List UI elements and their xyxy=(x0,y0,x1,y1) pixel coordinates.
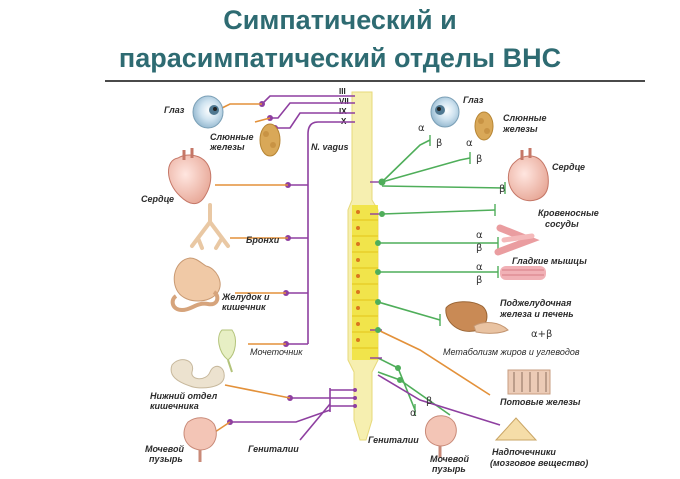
receptor-alpha-muscle: α xyxy=(476,262,483,273)
label-genitals-left: Гениталии xyxy=(248,444,299,454)
label-genitals-right: Гениталии xyxy=(368,435,419,445)
title-line-1: Симпатический и xyxy=(223,5,457,35)
receptor-beta-salivary: β xyxy=(476,154,482,165)
label-salivary-right-2: железы xyxy=(502,124,538,134)
receptor-beta-vessels: β xyxy=(476,243,482,254)
label-metabolism: Метаболизм жиров и углеводов xyxy=(443,347,580,357)
label-heart-right: Сердце xyxy=(552,162,585,172)
sympathetic-ganglia xyxy=(375,178,403,383)
smooth-muscle-illustration xyxy=(500,266,546,280)
heart-left-illustration xyxy=(168,148,212,204)
label-ureter: Мочеточник xyxy=(250,347,303,357)
cranial-nerve-labels: III VII IX X xyxy=(339,87,349,126)
label-smooth-muscle: Гладкие мышцы xyxy=(512,256,587,266)
label-eye-right: Глаз xyxy=(463,95,484,105)
label-stomach-2: кишечник xyxy=(222,302,266,312)
label-salivary-left-2: железы xyxy=(209,142,245,152)
blood-vessels-illustration xyxy=(494,224,540,256)
label-adrenal-1: Надпочечники xyxy=(492,447,556,457)
label-eye-left: Глаз xyxy=(164,105,185,115)
bronchi-illustration xyxy=(190,203,230,250)
eye-right-illustration xyxy=(430,96,460,128)
receptor-beta-muscle: β xyxy=(476,275,482,286)
receptor-beta-eye: β xyxy=(436,138,442,149)
receptor-alpha-eye: α xyxy=(418,123,425,134)
sweat-gland-illustration xyxy=(507,369,551,395)
label-sweat: Потовые железы xyxy=(500,397,581,407)
label-vessels-2: сосуды xyxy=(545,219,579,229)
title-divider xyxy=(105,80,645,82)
receptor-labels: α β α β β α β α β α+β β α xyxy=(410,123,552,419)
heart-right-illustration xyxy=(507,148,549,202)
receptor-alpha-bladder: α xyxy=(410,408,417,419)
cranial-nerve-ix: IX xyxy=(339,107,347,116)
ureter-illustration xyxy=(218,329,236,373)
receptor-beta-heart: β xyxy=(499,184,505,195)
stomach-illustration xyxy=(170,257,221,313)
label-bronchi: Бронхи xyxy=(246,235,280,245)
receptor-alpha-salivary: α xyxy=(466,138,473,149)
label-heart-left: Сердце xyxy=(141,194,174,204)
parasympathetic-fibers xyxy=(230,95,356,441)
label-pancreas-1: Поджелудочная xyxy=(500,298,572,308)
cranial-nerve-iii: III xyxy=(339,87,346,96)
sympathetic-fibers xyxy=(377,139,506,416)
label-bladder-left-2: пузырь xyxy=(149,454,183,464)
label-bladder-left-1: Мочевой xyxy=(145,444,185,454)
receptor-alpha-beta: α+β xyxy=(531,329,552,340)
title-line-2: парасимпатический отделы ВНС xyxy=(118,43,562,73)
label-salivary-left-1: Слюнные xyxy=(210,132,253,142)
adrenal-illustration xyxy=(494,417,538,441)
label-lower-bowel-1: Нижний отдел xyxy=(150,391,218,401)
label-stomach-1: Желудок и xyxy=(221,292,270,302)
salivary-left-illustration xyxy=(259,123,281,157)
label-salivary-right-1: Слюнные xyxy=(503,113,546,123)
label-vagus: N. vagus xyxy=(311,142,349,152)
label-bladder-right-2: пузырь xyxy=(432,464,466,474)
label-bladder-right-1: Мочевой xyxy=(430,454,470,464)
receptor-alpha-vessels: α xyxy=(476,230,483,241)
receptor-beta-bladder: β xyxy=(426,396,432,407)
bladder-left-illustration xyxy=(183,417,217,462)
label-lower-bowel-2: кишечника xyxy=(150,401,199,411)
bladder-right-illustration xyxy=(424,415,457,458)
label-pancreas-2: железа и печень xyxy=(499,309,574,319)
eye-left-illustration xyxy=(192,95,224,129)
parasympathetic-post-fibers xyxy=(214,103,291,433)
cranial-nerve-vii: VII xyxy=(339,97,349,106)
salivary-right-illustration xyxy=(474,111,494,141)
lower-bowel-illustration xyxy=(170,359,225,389)
liver-pancreas-illustration xyxy=(445,301,509,334)
label-vessels-1: Кровеносные xyxy=(538,208,599,218)
spinal-cord xyxy=(347,91,379,441)
label-adrenal-2: (мозговое вещество) xyxy=(490,458,588,468)
